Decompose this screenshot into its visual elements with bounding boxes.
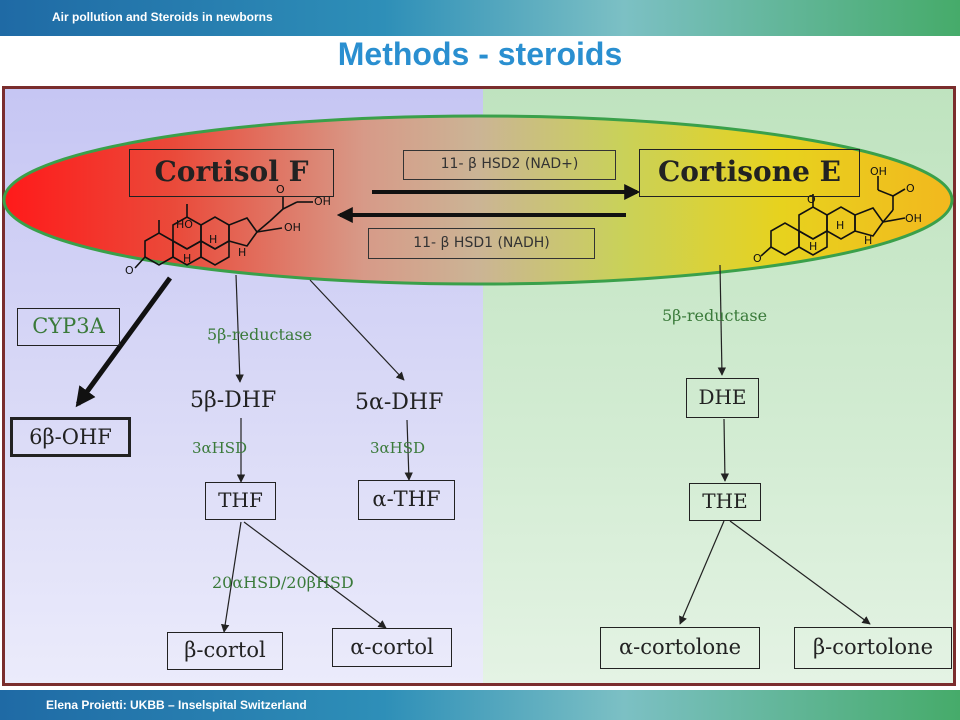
5b-dhf-label: 5β-DHF (190, 388, 277, 413)
cortisol-box: Cortisol F (129, 149, 334, 197)
svg-text:OH: OH (905, 212, 922, 225)
svg-text:OH: OH (314, 195, 331, 208)
the-box: THE (689, 483, 761, 521)
svg-text:O: O (125, 264, 134, 277)
a-cortolone-box: α-cortolone (600, 627, 760, 669)
the-label: THE (702, 489, 748, 513)
arrow-cyp3a (75, 276, 173, 408)
b-cortolone-box: β-cortolone (794, 627, 952, 669)
cortisone-structure-icon (760, 176, 906, 257)
footer-author: Elena Proietti: UKBB – Inselspital Switz… (46, 698, 307, 712)
svg-text:OH: OH (870, 165, 887, 178)
6b-ohf-label: 6β-OHF (29, 425, 112, 449)
b-cortol-label: β-cortol (184, 638, 266, 662)
reductase-right-label: 5β-reductase (662, 306, 768, 325)
svg-text:O: O (276, 183, 285, 196)
svg-text:OH: OH (284, 221, 301, 234)
cyp3a-label: CYP3A (32, 314, 105, 338)
cortisone-box: Cortisone E (639, 149, 860, 197)
svg-text:H: H (809, 240, 817, 253)
svg-text:H: H (183, 252, 191, 265)
a-cortol-label: α-cortol (350, 635, 434, 659)
hsd2-label: 11- β HSD2 (NAD+) (440, 156, 579, 172)
a-cortolone-label: α-cortolone (618, 635, 742, 659)
arrow-to-5a-dhf (309, 279, 405, 381)
slide-title: Methods - steroids (337, 36, 623, 72)
footer-bar: Elena Proietti: UKBB – Inselspital Switz… (0, 690, 960, 720)
a-thf-label: α-THF (372, 487, 441, 511)
reductase-left-label: 5β-reductase (207, 325, 313, 344)
svg-text:H: H (209, 233, 217, 246)
svg-text:O: O (753, 252, 762, 265)
arrow-to-b-cortol (221, 521, 242, 633)
3ahsd-left-label: 3αHSD (192, 439, 248, 457)
hsd2-enzyme-box: 11- β HSD2 (NAD+) (403, 150, 616, 180)
cortisone-atoms: O H H H O O OH OH (753, 165, 922, 265)
arrow-to-a-thf (404, 419, 413, 481)
cortisone-label: Cortisone E (658, 155, 841, 188)
dhe-label: DHE (698, 385, 747, 409)
arrow-to-the (720, 418, 730, 482)
cortisol-structure-icon (134, 196, 313, 269)
svg-text:H: H (864, 234, 872, 247)
svg-text:H: H (836, 219, 844, 232)
cortisol-label: Cortisol F (154, 155, 309, 188)
20hsd-label: 20αHSD/20βHSD (212, 573, 354, 592)
arrow-to-5b-dhf (235, 274, 244, 383)
cortisol-atoms: HO H H H O O OH OH (125, 183, 331, 277)
steroid-ellipse (2, 114, 954, 286)
svg-text:O: O (906, 182, 915, 195)
thf-label: THF (218, 488, 263, 512)
svg-text:H: H (238, 246, 246, 259)
presentation-subtitle: Air pollution and Steroids in newborns (52, 10, 273, 24)
a-thf-box: α-THF (358, 480, 455, 520)
5a-dhf-label: 5α-DHF (355, 390, 444, 415)
3ahsd-right-label: 3αHSD (370, 439, 426, 457)
arrow-to-b-cortolone (729, 520, 871, 625)
svg-text:O: O (807, 193, 816, 206)
arrow-to-a-cortolone (679, 520, 725, 625)
svg-text:HO: HO (176, 218, 193, 231)
6b-ohf-box: 6β-OHF (10, 417, 131, 457)
header-bar: Air pollution and Steroids in newborns (0, 0, 960, 36)
b-cortolone-label: β-cortolone (812, 635, 934, 659)
a-cortol-box: α-cortol (332, 628, 452, 667)
arrow-to-dhe (717, 264, 727, 376)
thf-box: THF (205, 482, 276, 520)
hsd1-enzyme-box: 11- β HSD1 (NADH) (368, 228, 595, 259)
dhe-box: DHE (686, 378, 759, 418)
cyp3a-box: CYP3A (17, 308, 120, 346)
hsd1-label: 11- β HSD1 (NADH) (413, 235, 550, 251)
arrow-to-a-cortol (243, 521, 387, 629)
b-cortol-box: β-cortol (167, 632, 283, 670)
